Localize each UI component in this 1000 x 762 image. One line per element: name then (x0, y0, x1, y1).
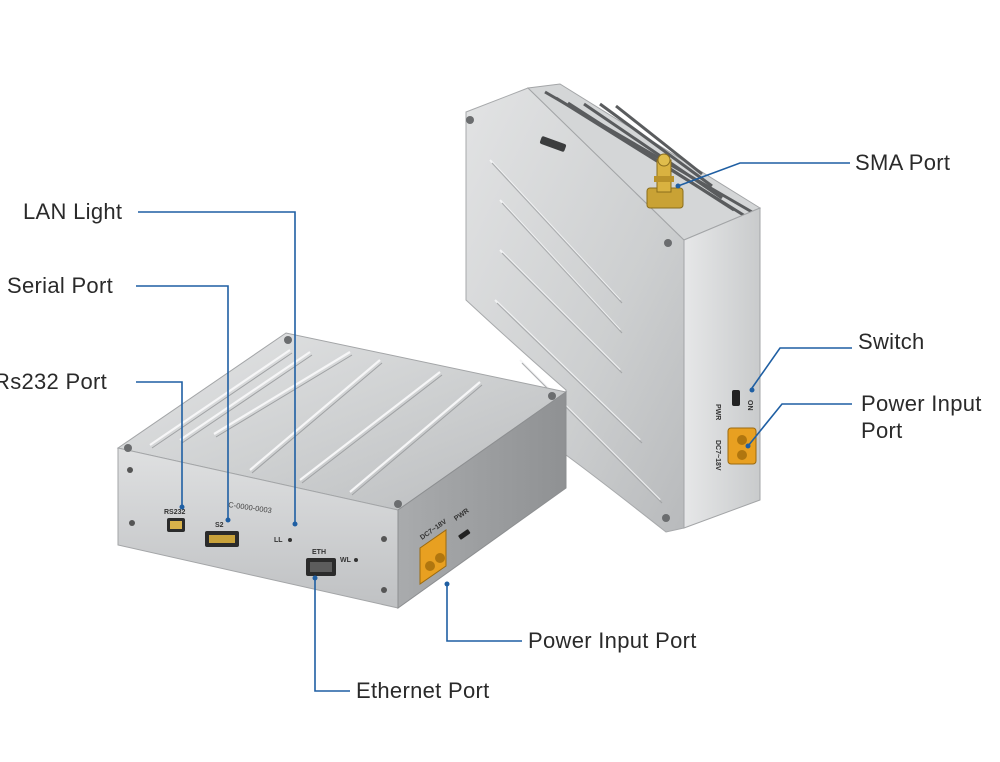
leader-lines (136, 162, 852, 692)
eth-label: ETH (312, 549, 326, 556)
ethernet-port-icon (306, 558, 336, 576)
callout-rs232-port: Rs232 Port (0, 369, 108, 394)
ethernet-port-leader (314, 580, 350, 692)
front-power-connector-icon (419, 529, 447, 585)
side-power-connector-icon (727, 427, 757, 465)
serial-port-leader (136, 285, 229, 518)
tall-unit: PWR ON DC7~18V (465, 83, 762, 533)
screw-icon (466, 116, 474, 124)
callout-power-input-right-line1: Power Input (861, 391, 982, 416)
lan-light-leader (138, 211, 296, 522)
power-input-bottom-leader (446, 586, 522, 642)
switch-leader (751, 347, 852, 389)
power-input-right-leader (747, 403, 852, 447)
callout-power-input-right-line2: Port (861, 418, 903, 443)
side-on-label: ON (746, 400, 753, 411)
wl-label: WL (340, 557, 352, 564)
screw-icon (381, 536, 387, 542)
ll-label: LL (274, 537, 283, 544)
rs232-port-icon (167, 518, 185, 532)
heatsink-fins (544, 90, 753, 218)
screw-icon (124, 444, 132, 452)
top-grooves (149, 349, 481, 493)
screw-icon (381, 587, 387, 593)
screw-icon (127, 467, 133, 473)
screw-icon (394, 500, 402, 508)
callout-ethernet-port: Ethernet Port (356, 678, 490, 703)
wl-led-icon (354, 558, 358, 562)
screw-icon (664, 239, 672, 247)
flat-unit: RS232 S2 C-0000-0003 LL ETH WL DC7~18V (116, 332, 568, 609)
side-switch-icon (732, 390, 740, 406)
callout-sma-port: SMA Port (855, 150, 951, 175)
callout-serial-port: Serial Port (7, 273, 114, 298)
callout-power-input-bottom: Power Input Port (528, 628, 697, 653)
callout-lan-light: LAN Light (23, 199, 123, 224)
rs232-port-leader (136, 381, 183, 505)
serial-port-icon (205, 531, 239, 547)
sma-port-leader (677, 162, 850, 187)
sma-connector-icon (646, 153, 684, 209)
side-pwr-label: PWR (714, 404, 721, 420)
screw-icon (284, 336, 292, 344)
top-slot (539, 136, 567, 152)
callout-switch: Switch (858, 329, 925, 354)
screw-icon (548, 392, 556, 400)
side-dc-label: DC7~18V (714, 440, 721, 471)
front-switch-icon (458, 529, 471, 540)
screw-icon (129, 520, 135, 526)
screw-icon (662, 514, 670, 522)
s2-label: S2 (215, 522, 224, 529)
lan-light-led-icon (288, 538, 292, 542)
rs232-label: RS232 (164, 509, 186, 516)
